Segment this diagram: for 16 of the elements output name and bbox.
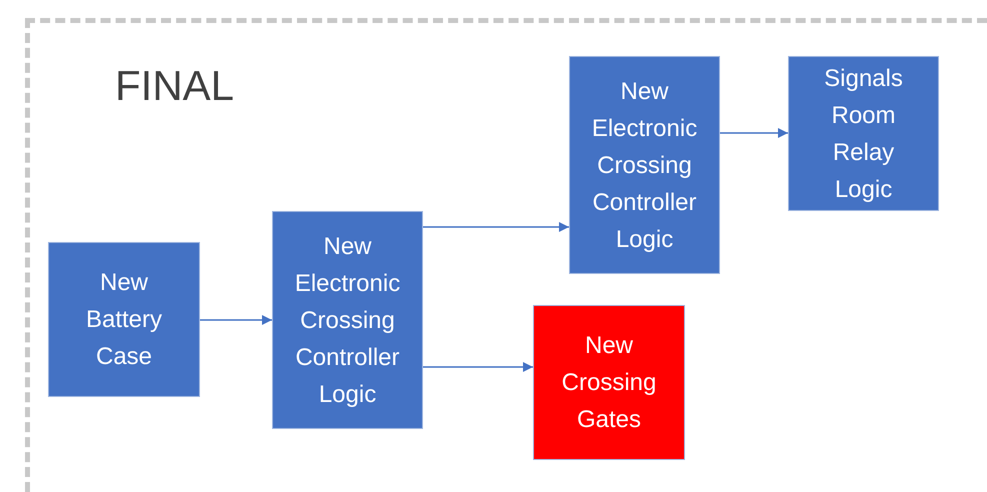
process-box [569,56,720,274]
frame-title: FINAL [115,65,234,107]
box-label: New Battery Case [84,268,164,372]
arrow [720,128,788,138]
box-label: New Electronic Crossing Controller Logic [590,76,698,254]
dashed-frame [25,18,987,492]
box-label: New Electronic Crossing Controller Logic [294,232,402,410]
arrow [423,222,569,232]
box-label: Signals Room Relay Logic [823,64,904,204]
box-label: New Crossing Gates [560,331,658,435]
process-box [272,211,423,429]
process-box [533,305,685,460]
process-box [48,242,200,397]
arrow [200,315,272,325]
arrow [423,362,533,372]
process-box [788,56,939,211]
